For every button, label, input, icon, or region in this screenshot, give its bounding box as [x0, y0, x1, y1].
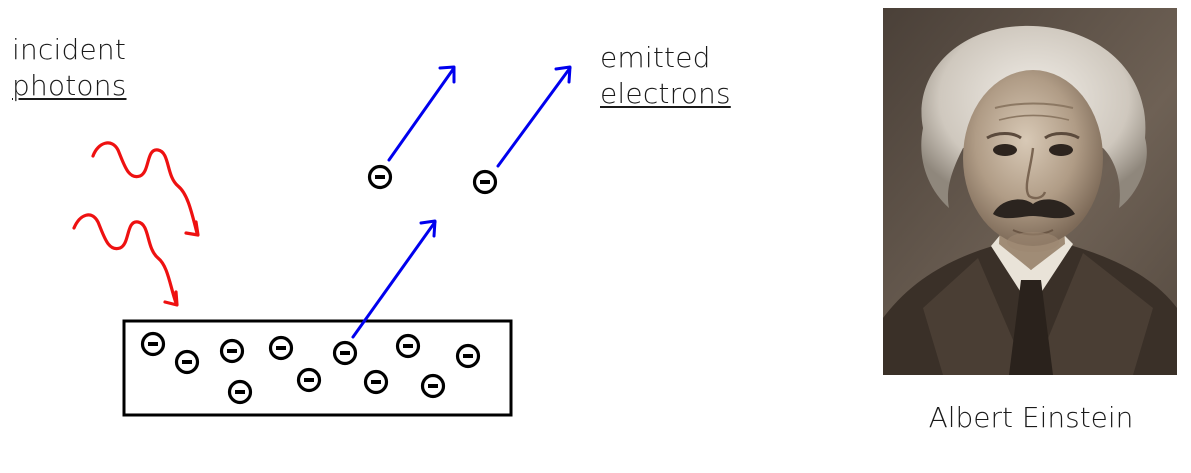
bound-electron-icon — [174, 349, 200, 375]
necktie — [1009, 280, 1053, 375]
emitted-label-line2: electrons — [600, 77, 731, 110]
incident-photons-label: incident photons — [12, 32, 127, 104]
photon-wave-1 — [91, 141, 199, 235]
bound-electron-icon — [268, 335, 294, 361]
bound-electron-icon — [296, 367, 322, 393]
emission-arrow-3 — [351, 219, 437, 339]
incident-label-line2: photons — [12, 69, 127, 102]
bound-electron-icon — [332, 340, 358, 366]
bound-electron-icon — [455, 343, 481, 369]
emitted-electrons-label: emitted electrons — [600, 40, 731, 112]
mustache — [993, 199, 1075, 219]
bound-electron-icon — [363, 369, 389, 395]
bound-electron-icon — [140, 331, 166, 357]
face — [963, 70, 1103, 246]
emitted-electron-icon — [367, 164, 393, 190]
emission-arrow-2 — [496, 65, 572, 168]
emitted-electron-icon — [472, 169, 498, 195]
bound-electron-icon — [395, 333, 421, 359]
photon-arrowhead-2 — [163, 290, 179, 307]
metal-slab — [122, 319, 513, 417]
bound-electron-icon — [219, 338, 245, 364]
incident-label-line1: incident — [12, 33, 127, 66]
diagram-canvas — [72, 65, 572, 417]
photon-wave-2 — [72, 213, 178, 305]
emitted-label-line1: emitted — [600, 41, 711, 74]
albert-einstein-portrait — [883, 8, 1177, 375]
bound-electron-icon — [420, 373, 446, 399]
bound-electron-icon — [227, 379, 253, 405]
photon-arrowhead-1 — [184, 220, 200, 237]
portrait-caption: Albert Einstein — [928, 401, 1134, 434]
emission-arrow-1 — [387, 65, 456, 162]
electron-layer — [140, 164, 498, 405]
